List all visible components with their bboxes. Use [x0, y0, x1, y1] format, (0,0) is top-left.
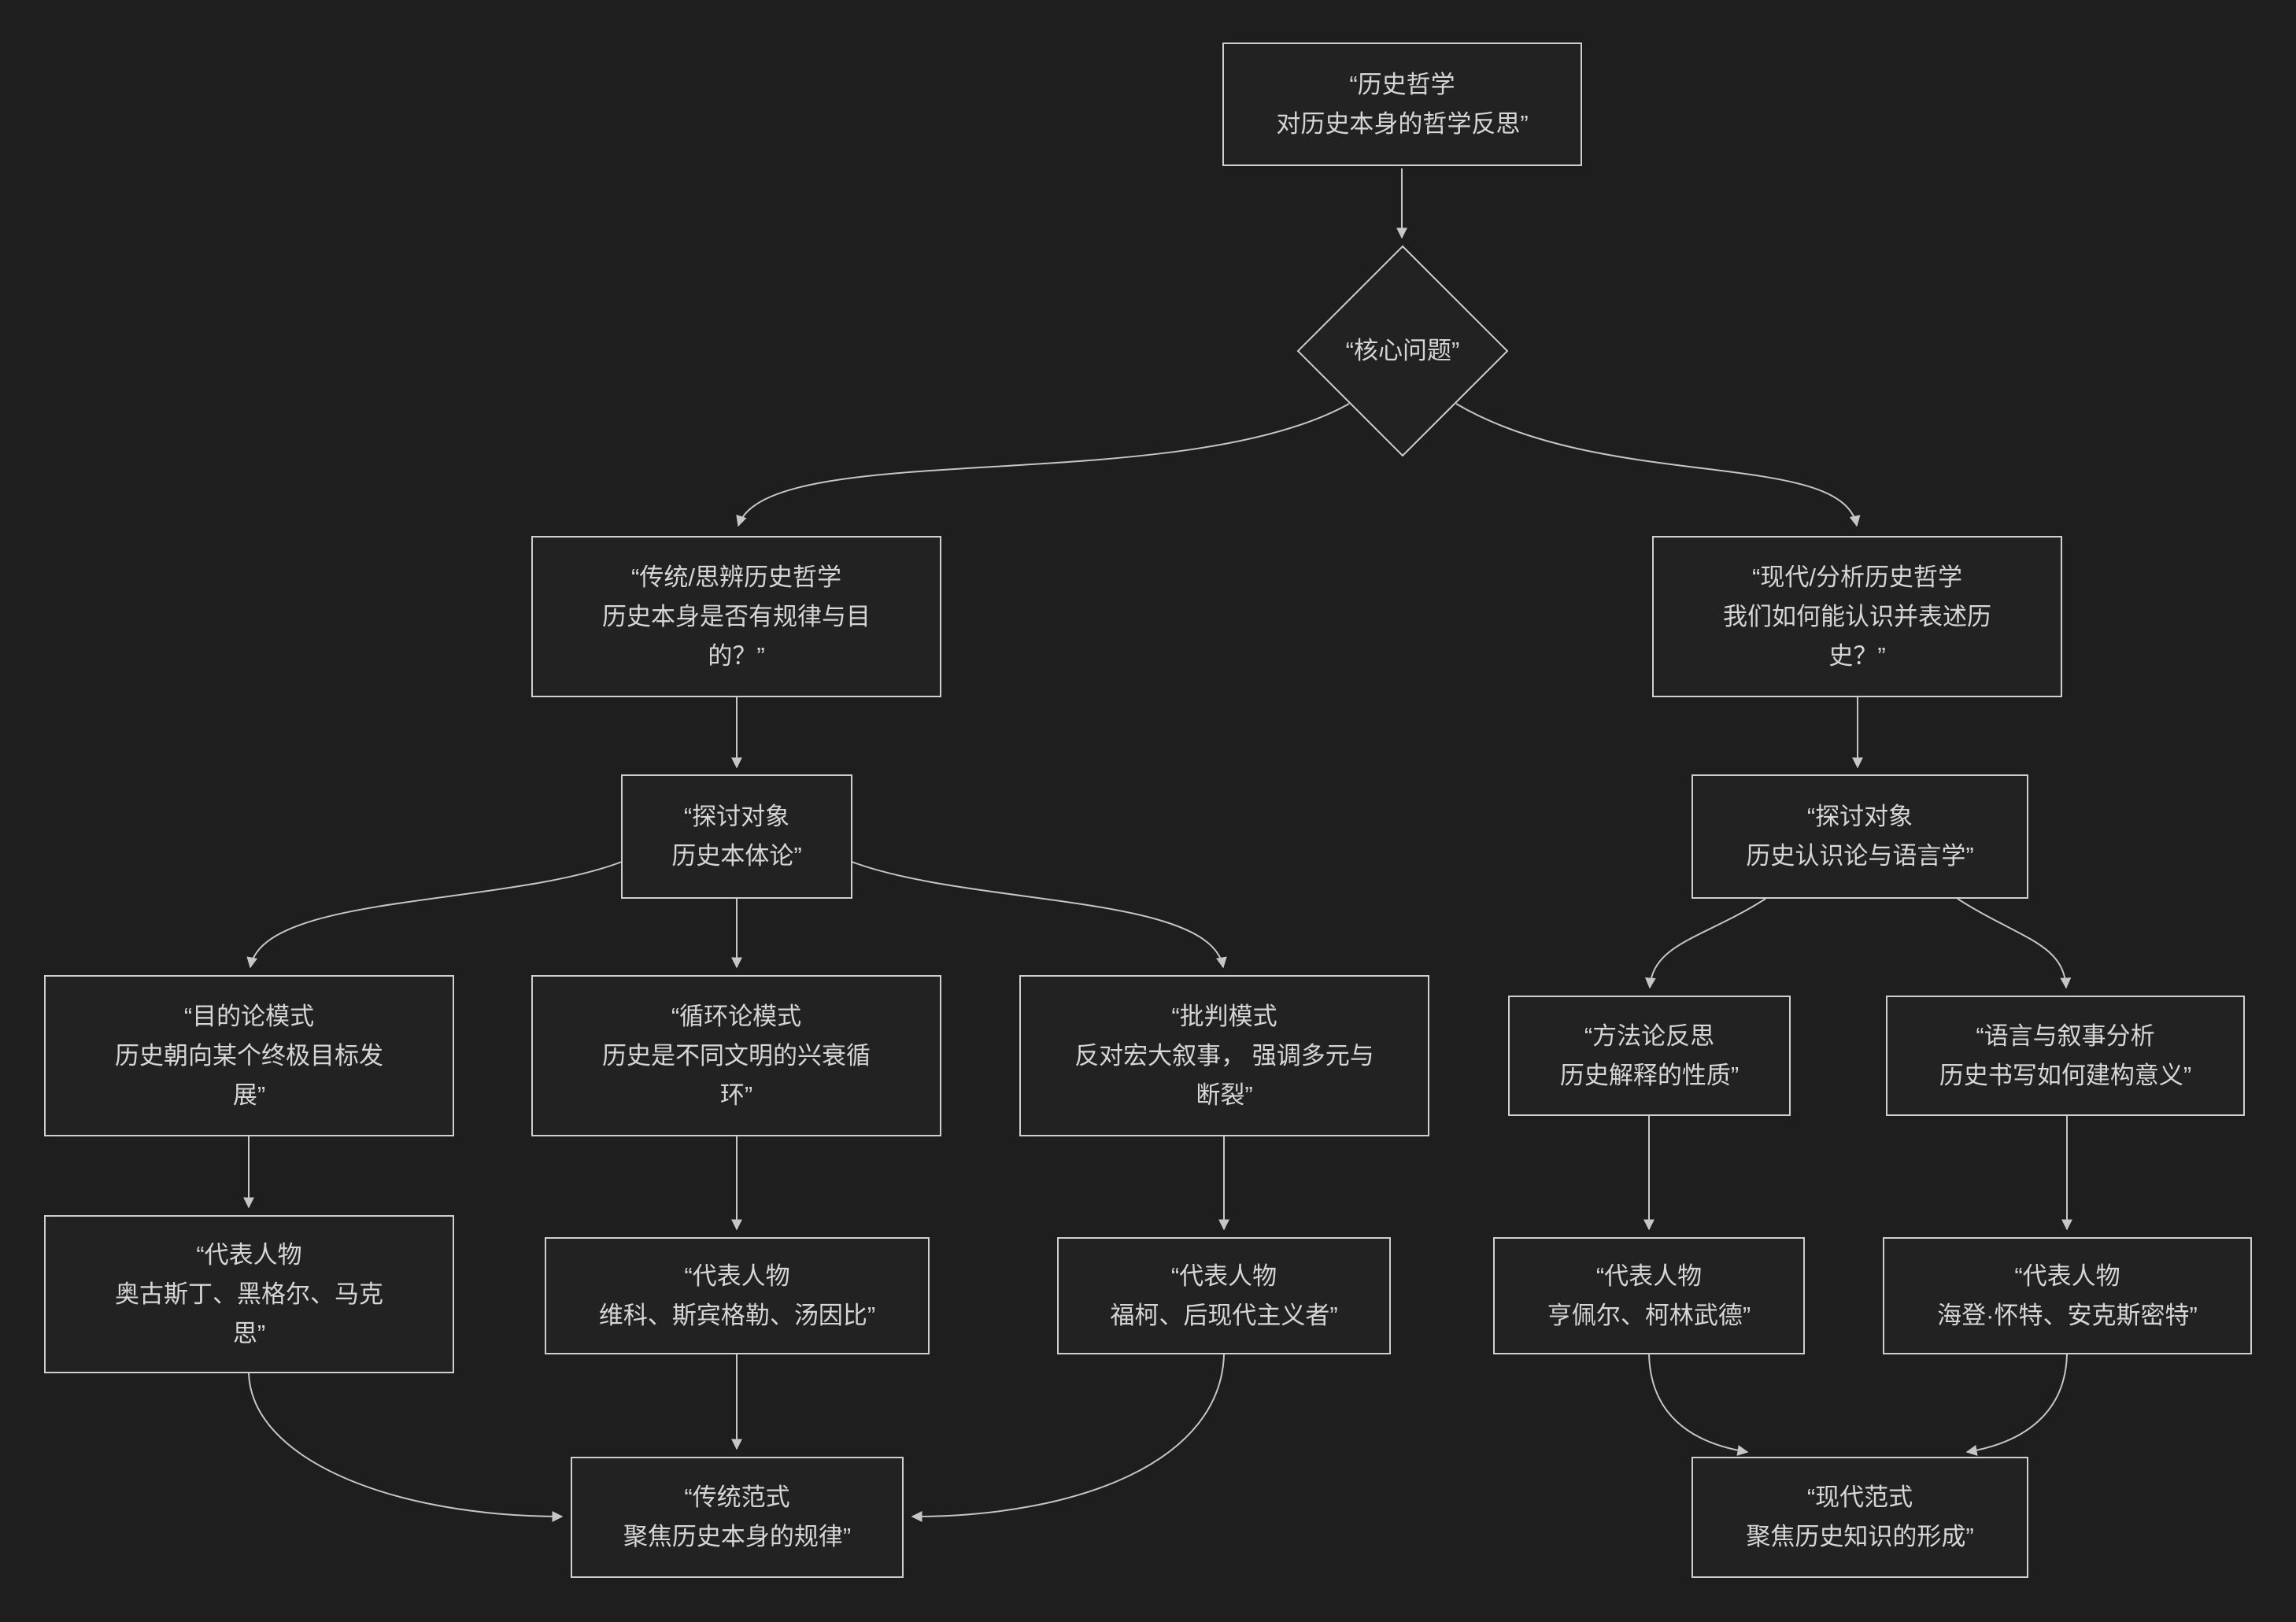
node-traditional-paradigm: “传统范式 聚焦历史本身的规律”: [571, 1457, 904, 1578]
node-trad-object: “探讨对象 历史本体论”: [621, 774, 852, 899]
edge-narrative-figures-to-modern-paradigm: [1965, 1354, 2068, 1456]
edge-critical-figures-to-traditional-paradigm: [911, 1354, 1225, 1522]
edge-modern-object-to-methodology-reflection: [1644, 898, 1766, 989]
node-modern-object-label: “探讨对象 历史认识论与语言学”: [1746, 803, 1974, 870]
node-critical-mode: “批判模式 反对宏大叙事， 强调多元与 断裂”: [1019, 975, 1429, 1136]
node-teleology-mode-label: “目的论模式 历史朝向某个终极目标发 展”: [115, 1002, 383, 1109]
node-narrative-figures: “代表人物 海登·怀特、安克斯密特”: [1883, 1237, 2252, 1354]
node-critical-mode-label: “批判模式 反对宏大叙事， 强调多元与 断裂”: [1074, 1002, 1374, 1109]
node-methodology-reflection: “方法论反思 历史解释的性质”: [1508, 996, 1791, 1116]
edge-methodology-figures-to-modern-paradigm: [1648, 1354, 1749, 1456]
node-language-narrative: “语言与叙事分析 历史书写如何建构意义”: [1886, 996, 2245, 1116]
node-cyclical-figures: “代表人物 维科、斯宾格勒、汤因比”: [545, 1237, 930, 1354]
edge-trad-object-to-teleology-mode: [246, 861, 623, 969]
node-critical-figures: “代表人物 福柯、后现代主义者”: [1057, 1237, 1391, 1354]
node-core-question-label: “核心问题”: [1345, 337, 1460, 364]
node-methodology-figures: “代表人物 亨佩尔、柯林武德”: [1493, 1237, 1805, 1354]
node-methodology-figures-label: “代表人物 亨佩尔、柯林武德”: [1547, 1262, 1751, 1329]
node-root-label: “历史哲学 对历史本身的哲学反思”: [1276, 70, 1529, 138]
edge-trad-object-to-critical-mode: [851, 861, 1227, 969]
node-teleology-figures-label: “代表人物 奥古斯丁、黑格尔、马克 思”: [115, 1240, 383, 1347]
node-modern-branch-label: “现代/分析历史哲学 我们如何能认识并表述历 史？”: [1723, 563, 1991, 670]
node-core-question-shape: [1296, 245, 1509, 457]
node-teleology-mode: “目的论模式 历史朝向某个终极目标发 展”: [44, 975, 454, 1136]
node-traditional-branch: “传统/思辨历史哲学 历史本身是否有规律与目 的？”: [531, 536, 941, 697]
node-language-narrative-label: “语言与叙事分析 历史书写如何建构意义”: [1939, 1022, 2192, 1089]
node-modern-paradigm-label: “现代范式 聚焦历史知识的形成”: [1746, 1483, 1974, 1550]
node-cyclical-mode: “循环论模式 历史是不同文明的兴衰循 环”: [531, 975, 941, 1136]
node-narrative-figures-label: “代表人物 海登·怀特、安克斯密特”: [1937, 1262, 2198, 1329]
node-traditional-branch-label: “传统/思辨历史哲学 历史本身是否有规律与目 的？”: [602, 563, 871, 670]
edge-modern-object-to-language-narrative: [1957, 898, 2072, 989]
node-root: “历史哲学 对历史本身的哲学反思”: [1222, 42, 1582, 166]
node-traditional-paradigm-label: “传统范式 聚焦历史本身的规律”: [623, 1483, 852, 1550]
edge-core-question-to-traditional-branch: [736, 403, 1350, 527]
node-trad-object-label: “探讨对象 历史本体论”: [671, 803, 802, 870]
node-cyclical-mode-label: “循环论模式 历史是不同文明的兴衰循 环”: [602, 1002, 871, 1109]
node-modern-paradigm: “现代范式 聚焦历史知识的形成”: [1691, 1457, 2028, 1578]
node-modern-object: “探讨对象 历史认识论与语言学”: [1691, 774, 2028, 899]
node-cyclical-figures-label: “代表人物 维科、斯宾格勒、汤因比”: [598, 1262, 876, 1329]
node-teleology-figures: “代表人物 奥古斯丁、黑格尔、马克 思”: [44, 1215, 454, 1373]
edge-core-question-to-modern-branch: [1455, 403, 1861, 527]
node-methodology-reflection-label: “方法论反思 历史解释的性质”: [1559, 1022, 1740, 1089]
node-critical-figures-label: “代表人物 福柯、后现代主义者”: [1110, 1262, 1338, 1329]
edge-teleology-figures-to-traditional-paradigm: [248, 1373, 564, 1522]
node-core-question: “核心问题”: [1298, 331, 1507, 371]
node-modern-branch: “现代/分析历史哲学 我们如何能认识并表述历 史？”: [1652, 536, 2062, 697]
